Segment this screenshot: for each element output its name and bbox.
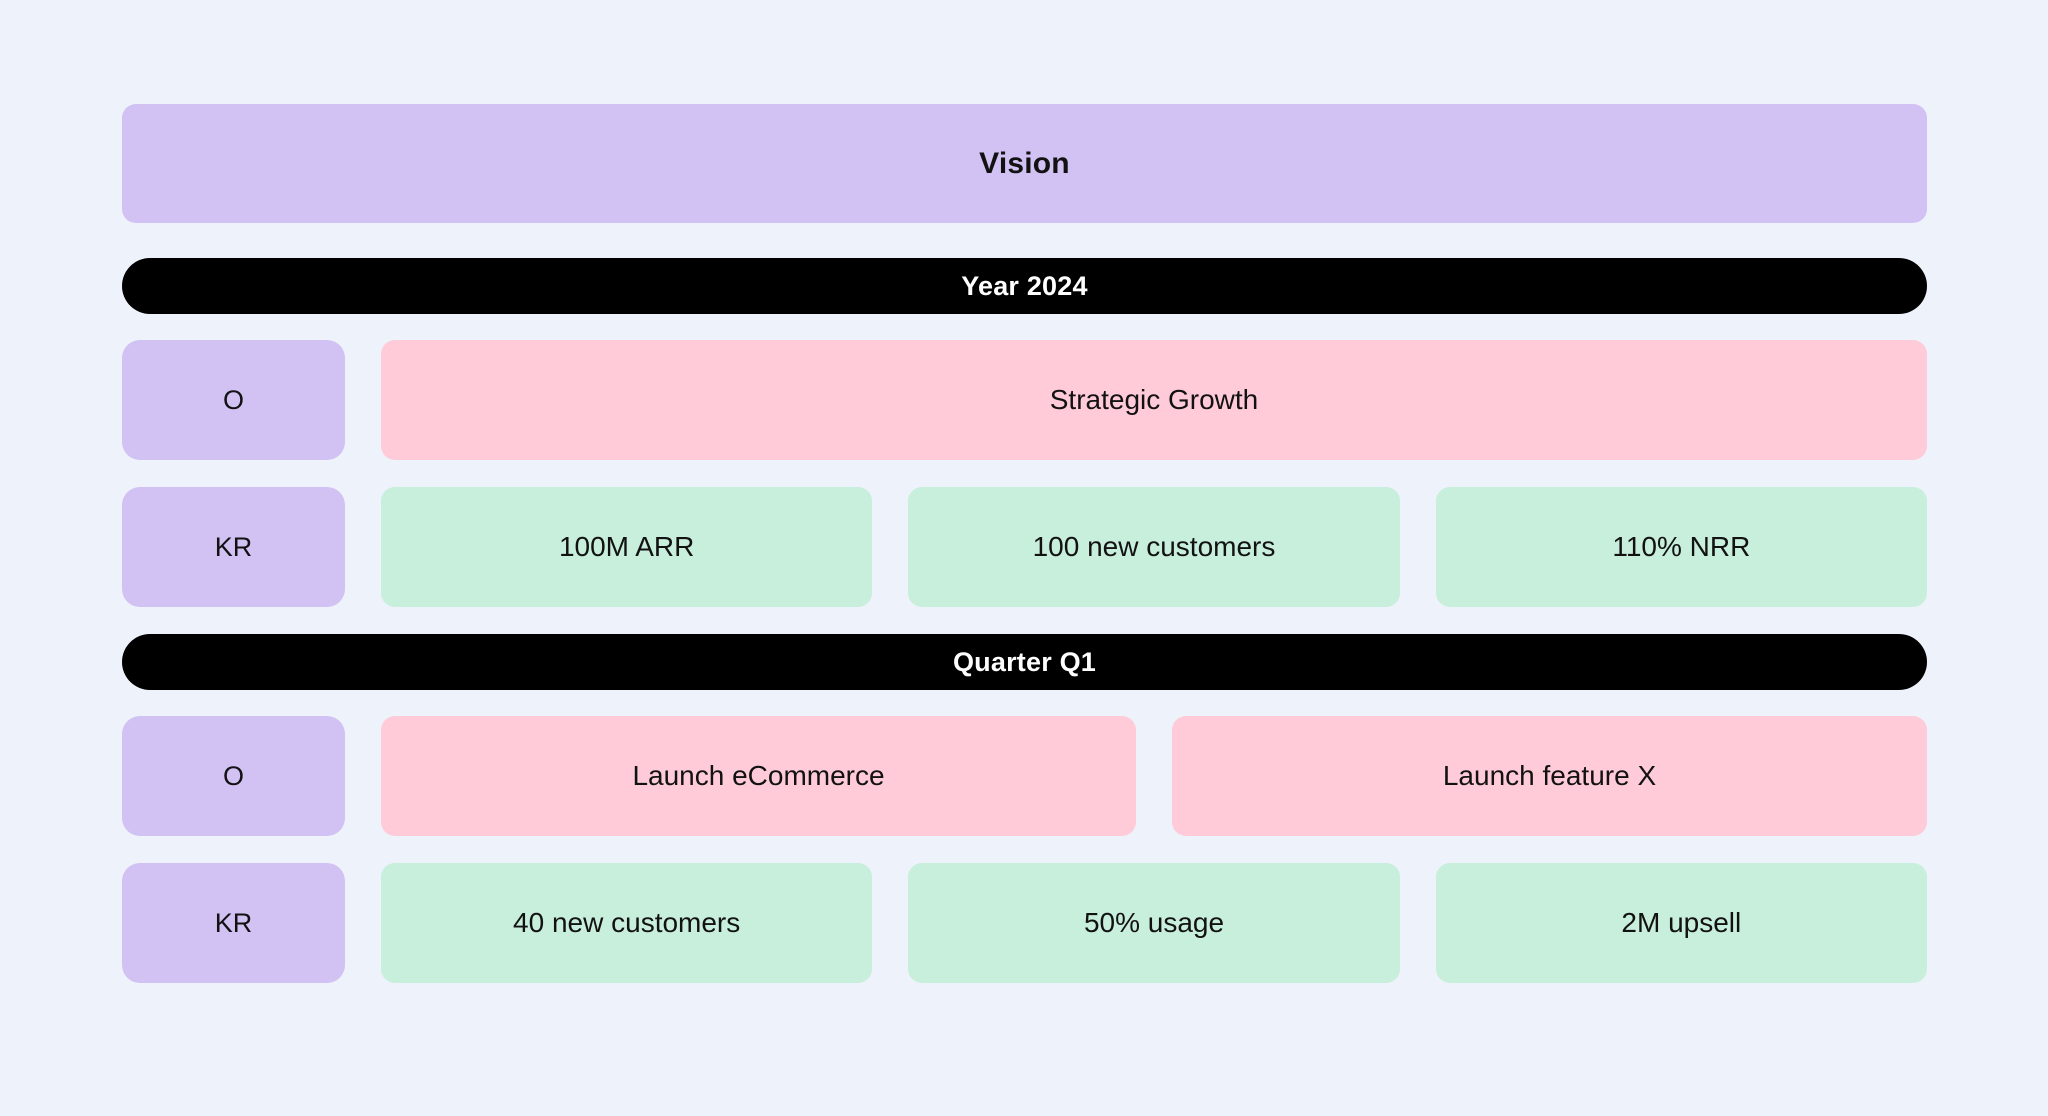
objective-card-label: Launch eCommerce [632, 760, 885, 791]
quarter-key-result-cards: 40 new customers 50% usage 2M upsell [381, 863, 1927, 983]
row-label-chip-keyresult-quarter[interactable]: KR [122, 863, 345, 983]
year-objective-cards: Strategic Growth [381, 340, 1927, 460]
period-bar-year[interactable]: Year 2024 [122, 258, 1927, 314]
quarter-key-result-row: KR 40 new customers 50% usage 2M upsell [122, 863, 1927, 983]
key-result-card[interactable]: 100M ARR [381, 487, 873, 607]
row-label-chip-keyresult-year[interactable]: KR [122, 487, 345, 607]
key-result-card[interactable]: 2M upsell [1435, 863, 1927, 983]
spacer [122, 836, 1927, 863]
year-key-result-row: KR 100M ARR 100 new customers 110% NRR [122, 487, 1927, 607]
key-result-card-label: 110% NRR [1612, 531, 1751, 562]
row-label-text: O [222, 760, 244, 791]
objective-card-label: Launch feature X [1442, 760, 1657, 791]
row-label-text: O [222, 384, 244, 415]
key-result-card-label: 100 new customers [1032, 531, 1276, 562]
key-result-card-label: 50% usage [1083, 907, 1225, 938]
objective-card[interactable]: Launch eCommerce [381, 716, 1136, 836]
row-label-chip-objective-year[interactable]: O [122, 340, 345, 460]
period-bar-year-label: Year 2024 [961, 270, 1088, 301]
row-label-text: KR [214, 907, 253, 938]
objective-card[interactable]: Strategic Growth [381, 340, 1927, 460]
key-result-card-label: 2M upsell [1621, 907, 1742, 938]
quarter-objective-cards: Launch eCommerce Launch feature X [381, 716, 1927, 836]
period-bar-quarter-label: Quarter Q1 [952, 646, 1097, 677]
key-result-card[interactable]: 50% usage [908, 863, 1400, 983]
row-label-chip-objective-quarter[interactable]: O [122, 716, 345, 836]
period-bar-quarter[interactable]: Quarter Q1 [122, 634, 1927, 690]
objective-card[interactable]: Launch feature X [1172, 716, 1927, 836]
key-result-card-label: 40 new customers [513, 907, 741, 938]
spacer [122, 314, 1927, 340]
vision-card[interactable]: Vision [122, 104, 1927, 223]
spacer [122, 223, 1927, 258]
year-objective-row: O Strategic Growth [122, 340, 1927, 460]
vision-label: Vision [979, 146, 1070, 180]
key-result-card[interactable]: 110% NRR [1435, 487, 1927, 607]
key-result-card[interactable]: 100 new customers [908, 487, 1400, 607]
spacer [122, 607, 1927, 634]
objective-card-label: Strategic Growth [1049, 384, 1259, 415]
spacer [122, 690, 1927, 716]
spacer [122, 460, 1927, 487]
key-result-card[interactable]: 40 new customers [381, 863, 873, 983]
row-label-text: KR [214, 531, 253, 562]
quarter-objective-row: O Launch eCommerce Launch feature X [122, 716, 1927, 836]
key-result-card-label: 100M ARR [558, 531, 695, 562]
year-key-result-cards: 100M ARR 100 new customers 110% NRR [381, 487, 1927, 607]
